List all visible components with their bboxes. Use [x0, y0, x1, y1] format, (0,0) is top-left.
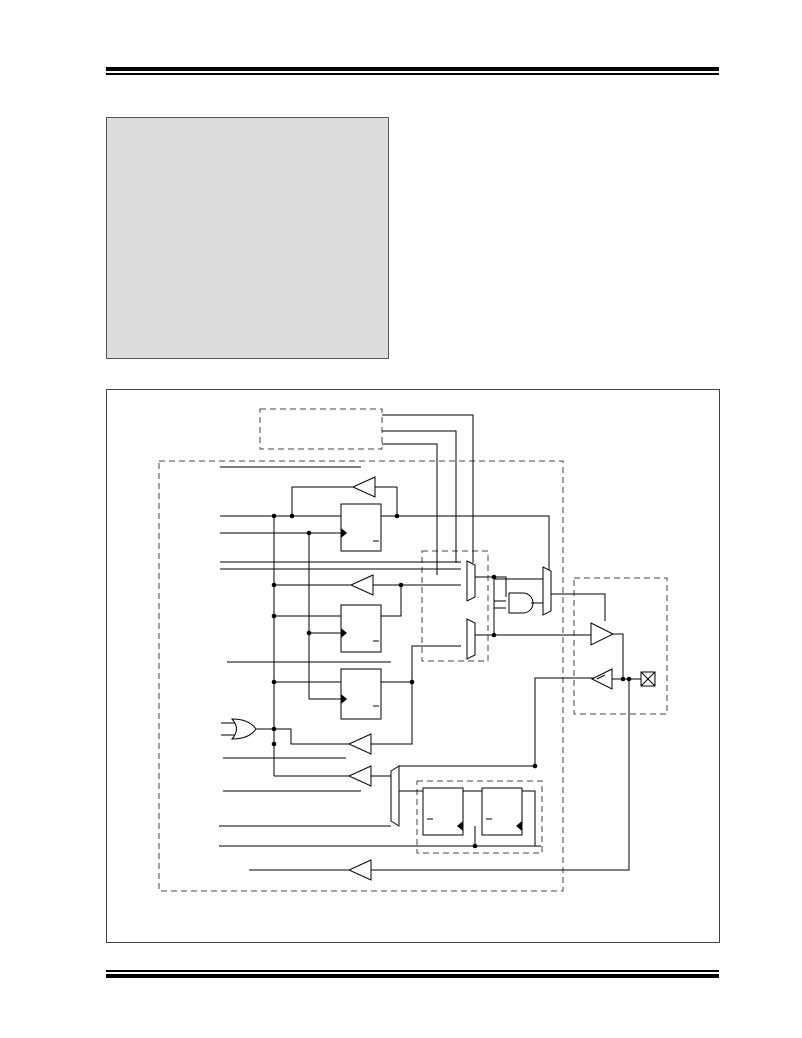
footer-rule-thin — [106, 970, 719, 972]
config-block-region — [259, 408, 383, 450]
footer-rule-thick — [106, 974, 719, 978]
register-2-clock-icon — [341, 628, 347, 638]
buffer-2 — [349, 574, 374, 596]
register-2 — [340, 604, 382, 653]
or-gate — [230, 718, 257, 740]
shift-stage-1 — [422, 787, 464, 836]
output-driver-region — [573, 577, 668, 715]
buffer-in — [590, 668, 613, 690]
register-3-clock-icon — [341, 694, 347, 704]
and-gate — [508, 592, 534, 614]
mux-region — [421, 550, 489, 662]
register-1-clock-icon — [341, 528, 347, 538]
buf1-feedback — [291, 486, 353, 516]
buffer-3 — [347, 733, 372, 755]
buffer-4 — [347, 765, 372, 787]
reg1-out — [381, 515, 550, 575]
logic-region — [158, 460, 564, 892]
mux-b — [466, 618, 476, 660]
buffer-1 — [351, 476, 376, 498]
buffer-return — [347, 859, 372, 881]
shift-register-region — [416, 780, 543, 854]
register-1 — [340, 503, 382, 552]
buf1-out — [375, 486, 398, 516]
mux-a — [466, 560, 476, 602]
block-diagram-frame: .w { stroke:#000; stroke-width:1; fill:n… — [106, 389, 720, 943]
buffer-out — [590, 622, 615, 646]
block-diagram: .w { stroke:#000; stroke-width:1; fill:n… — [158, 408, 668, 892]
config-wire-1 — [382, 414, 474, 563]
register-3 — [340, 668, 382, 720]
shift-stage-1-clock-icon — [457, 821, 463, 831]
shift-stage-2 — [481, 787, 523, 836]
config-wire-3 — [382, 443, 438, 575]
config-wire-2 — [382, 430, 457, 563]
header-rule-thick — [106, 67, 719, 71]
shift-stage-2-clock-icon — [516, 821, 522, 831]
reg3-out — [381, 645, 461, 683]
mux-d — [390, 765, 400, 827]
note-box — [106, 117, 389, 359]
mux-c — [542, 566, 552, 616]
header-rule-thin — [106, 73, 719, 75]
